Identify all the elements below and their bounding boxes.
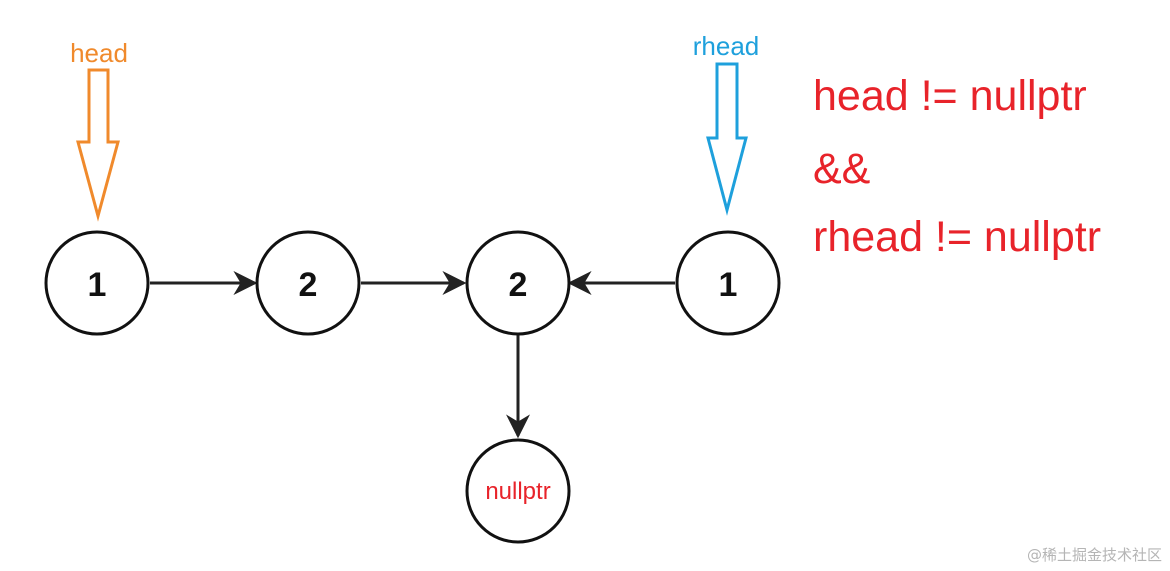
list-node-4: [675, 230, 781, 336]
null-node: [465, 438, 571, 544]
head-pointer-label: head: [70, 38, 128, 68]
rhead-pointer-label: rhead: [693, 31, 760, 61]
head-pointer-arrow: [76, 68, 120, 222]
condition-line-3: rhead != nullptr: [813, 213, 1102, 261]
watermark: @稀土掘金技术社区: [1026, 546, 1162, 564]
condition-line-1: head != nullptr: [813, 72, 1087, 120]
rhead-pointer-arrow: [706, 62, 748, 216]
condition-line-2: &&: [813, 145, 871, 193]
null-node-label: nullptr: [485, 478, 550, 505]
list-node-2: [255, 230, 361, 336]
list-node-3: [465, 230, 571, 336]
list-node-4-label: 1: [719, 266, 738, 304]
list-node-1-label: 1: [88, 266, 107, 304]
list-node-2-label: 2: [299, 266, 318, 304]
list-node-1: [44, 230, 150, 336]
list-node-3-label: 2: [509, 266, 528, 304]
